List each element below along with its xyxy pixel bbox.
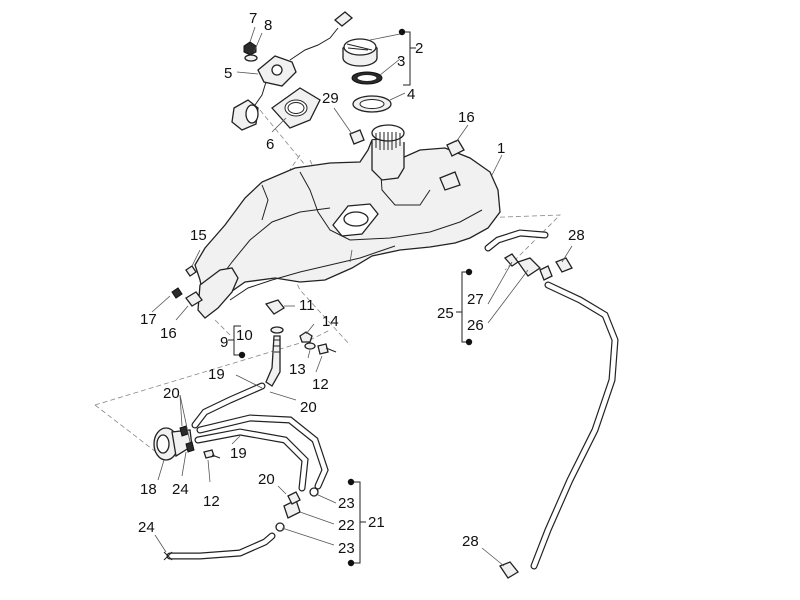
callout-4: 4 xyxy=(407,86,415,103)
bolt-12-lower xyxy=(203,449,221,459)
callout-20-left: 20 xyxy=(163,385,180,402)
callout-21: 21 xyxy=(368,514,385,531)
callout-17: 17 xyxy=(140,311,157,328)
callout-23-lower: 23 xyxy=(338,540,355,557)
nut-7 xyxy=(243,41,257,56)
callout-12-lower: 12 xyxy=(203,493,220,510)
callout-13: 13 xyxy=(289,361,306,378)
callout-15: 15 xyxy=(190,227,207,244)
callout-19-upper: 19 xyxy=(208,366,225,383)
callout-5: 5 xyxy=(224,65,232,82)
clip-16-upper xyxy=(446,139,465,157)
callout-8: 8 xyxy=(264,17,272,34)
callout-29: 29 xyxy=(322,90,339,107)
callout-19-lower: 19 xyxy=(230,445,247,462)
callout-6: 6 xyxy=(266,136,274,153)
washer-8 xyxy=(244,54,258,62)
callout-22: 22 xyxy=(338,517,355,534)
callout-12-upper: 12 xyxy=(312,376,329,393)
hoses-19-20 xyxy=(191,382,329,492)
callout-14: 14 xyxy=(322,313,339,330)
callout-16-lower: 16 xyxy=(160,325,177,342)
callout-24-lower: 24 xyxy=(138,519,155,536)
callout-26: 26 xyxy=(467,317,484,334)
leader-lines xyxy=(151,26,573,567)
clip-29 xyxy=(349,129,365,145)
hose-clamp-11 xyxy=(264,299,285,315)
fuel-tank xyxy=(194,124,501,319)
cap-seal-ring xyxy=(351,71,383,85)
callout-24-middle: 24 xyxy=(172,481,189,498)
breather-hose-28 xyxy=(484,229,619,570)
callout-1: 1 xyxy=(497,140,505,157)
callout-23-upper: 23 xyxy=(338,495,355,512)
fuel-filter-22 xyxy=(275,487,319,532)
washer-13 xyxy=(304,342,316,350)
callout-28-lower: 28 xyxy=(462,533,479,550)
callout-9: 9 xyxy=(220,334,228,351)
callout-16-upper: 16 xyxy=(458,109,475,126)
nut-14 xyxy=(299,331,313,343)
callout-20-lower: 20 xyxy=(258,471,275,488)
callout-28-upper: 28 xyxy=(568,227,585,244)
callout-labels: 1 2 3 4 5 6 7 8 29 16 15 17 16 11 14 9 1… xyxy=(138,10,585,557)
callout-2: 2 xyxy=(415,40,423,57)
bolt-12-upper xyxy=(317,343,337,355)
callout-7: 7 xyxy=(249,10,257,27)
drain-pipe-9 xyxy=(265,335,281,387)
callout-3: 3 xyxy=(397,53,405,70)
dashed-reference-lines xyxy=(94,109,562,456)
fuel-level-sender xyxy=(231,11,354,131)
callout-25: 25 xyxy=(437,305,454,322)
washer-10 xyxy=(270,326,284,334)
fuel-valve-18 xyxy=(153,425,195,461)
callout-18: 18 xyxy=(140,481,157,498)
tank-cap xyxy=(342,38,378,67)
group-brackets xyxy=(228,28,473,567)
callout-27: 27 xyxy=(467,291,484,308)
gasket-6 xyxy=(271,87,321,129)
filler-ring xyxy=(352,95,392,113)
small-fasteners-left xyxy=(171,265,203,307)
clip-28 xyxy=(499,257,573,579)
hose-24 xyxy=(163,532,276,561)
callout-11: 11 xyxy=(299,297,315,314)
callout-20-right: 20 xyxy=(300,399,317,416)
callout-10: 10 xyxy=(236,327,253,344)
valve-26-27 xyxy=(503,253,553,281)
